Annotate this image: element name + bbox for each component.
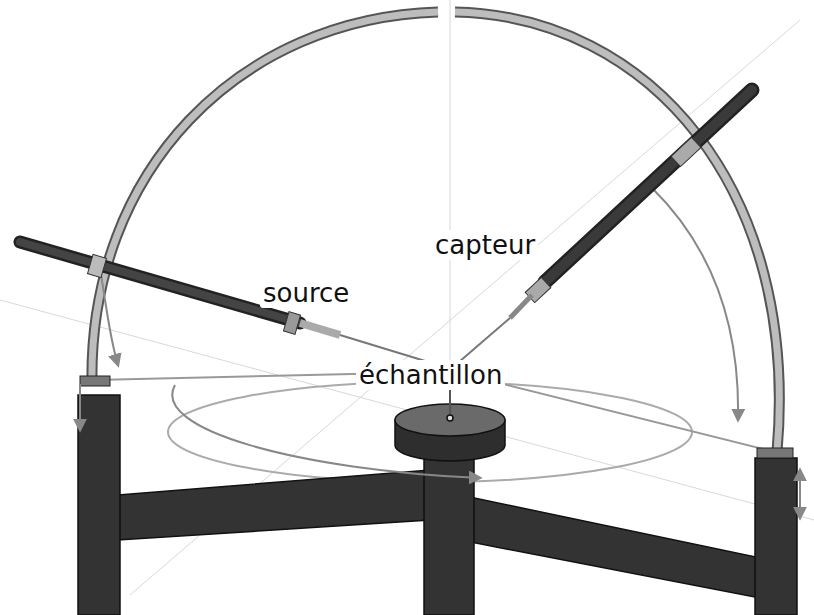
source-label: source — [260, 278, 352, 308]
sample-label: échantillon — [356, 360, 505, 390]
axis-lines — [0, 0, 814, 595]
goniometer-arc — [92, 12, 779, 452]
sensor-label: capteur — [432, 230, 538, 260]
source-rod — [20, 242, 448, 368]
angle-arrows — [80, 188, 800, 518]
base-frame — [78, 395, 797, 615]
sensor-rod — [452, 90, 752, 368]
